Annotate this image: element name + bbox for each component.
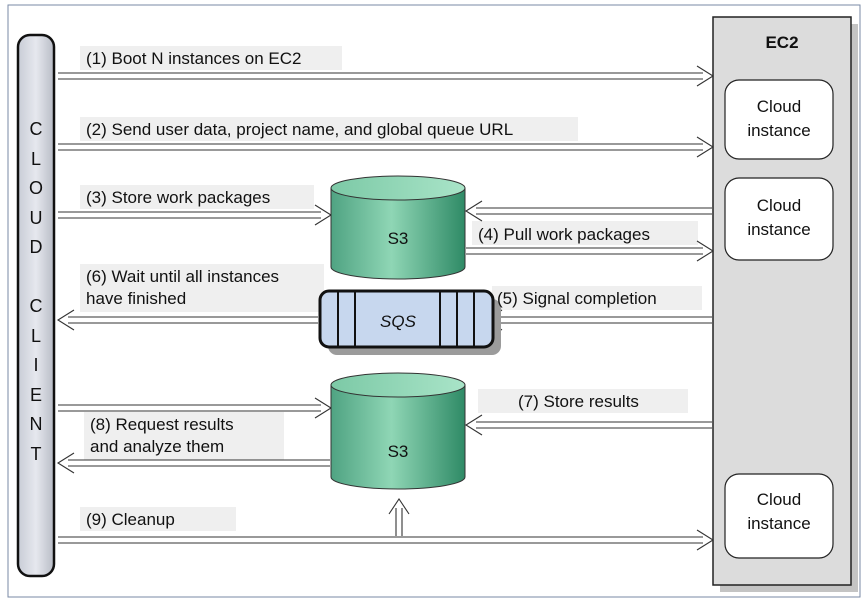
step-3-label: (3) Store work packages xyxy=(86,188,270,207)
client-letter: O xyxy=(29,178,43,198)
client-letter: E xyxy=(30,385,42,405)
arrow-step-1 xyxy=(58,65,715,87)
client-letter: U xyxy=(30,208,43,228)
ec2-title: EC2 xyxy=(765,33,798,52)
svg-text:instance: instance xyxy=(747,220,810,239)
step-1-label: (1) Boot N instances on EC2 xyxy=(86,49,301,68)
step-6-label-line2: have finished xyxy=(86,289,186,308)
client-letter: L xyxy=(31,326,41,346)
arrow-step-9 xyxy=(58,529,715,551)
svg-text:Cloud: Cloud xyxy=(757,97,801,116)
arrow-step-2 xyxy=(58,136,715,158)
sqs-label: SQS xyxy=(380,312,417,331)
cloud-instance-3: Cloud instance xyxy=(724,473,834,559)
s3-bottom-label: S3 xyxy=(388,442,409,461)
step-6-label-line1: (6) Wait until all instances xyxy=(86,267,279,286)
svg-text:instance: instance xyxy=(747,121,810,140)
step-2-label: (2) Send user data, project name, and gl… xyxy=(86,120,513,139)
step-4-label: (4) Pull work packages xyxy=(478,225,650,244)
sqs-queue: SQS xyxy=(318,289,501,355)
client-letter: I xyxy=(33,355,38,375)
client-letter: N xyxy=(30,414,43,434)
cloud-instance-1: Cloud instance xyxy=(724,79,834,160)
arrow-step-7 xyxy=(464,414,712,436)
s3-bucket-bottom: S3 xyxy=(330,372,466,490)
arrow-step-6 xyxy=(56,309,318,331)
arrow-step-4-out xyxy=(466,240,715,262)
s3-top-label: S3 xyxy=(388,229,409,248)
client-letter: D xyxy=(30,237,43,257)
step-5-label: (5) Signal completion xyxy=(497,289,657,308)
arrows xyxy=(56,65,715,551)
svg-text:Cloud: Cloud xyxy=(757,196,801,215)
svg-text:instance: instance xyxy=(747,514,810,533)
step-8-label-line1: (8) Request results xyxy=(90,415,234,434)
client-letter: C xyxy=(30,296,43,316)
client-letter: T xyxy=(31,444,42,464)
step-7-label: (7) Store results xyxy=(518,392,639,411)
client-letter: L xyxy=(31,149,41,169)
client-letter: C xyxy=(30,119,43,139)
arrow-step-9-up xyxy=(388,498,410,536)
arrow-step-4-in xyxy=(464,200,712,222)
svg-text:Cloud: Cloud xyxy=(757,490,801,509)
s3-bucket-top: S3 xyxy=(330,175,466,280)
step-9-label: (9) Cleanup xyxy=(86,510,175,529)
step-8-label-line2: and analyze them xyxy=(90,437,224,456)
arrow-step-8-return xyxy=(56,452,330,474)
cloud-instance-2: Cloud instance xyxy=(724,177,834,261)
